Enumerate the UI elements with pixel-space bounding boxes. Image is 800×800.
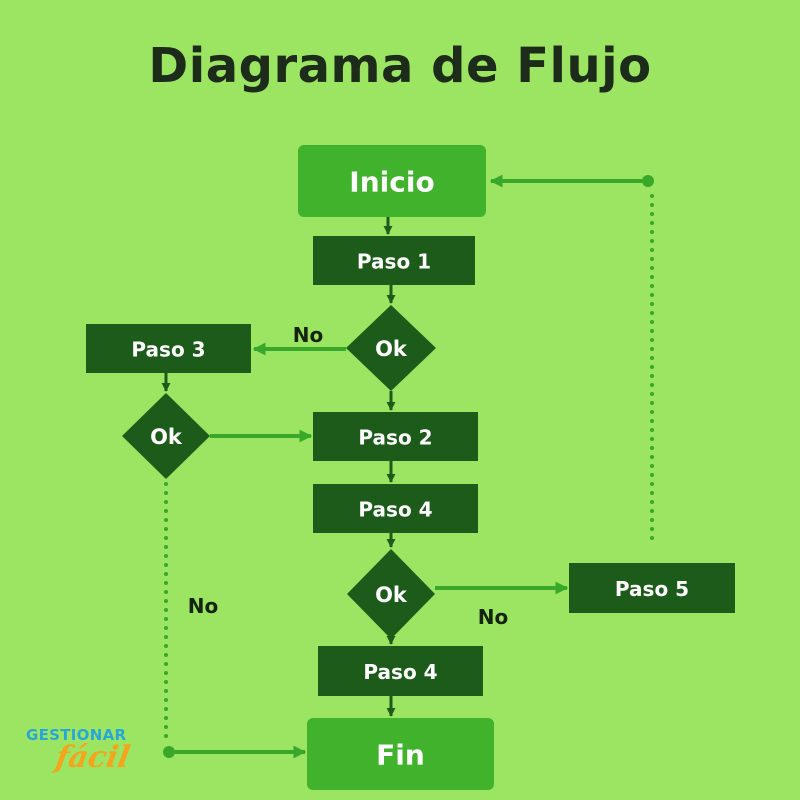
node-label: Paso 4	[363, 660, 437, 684]
node-ok3: Ok	[347, 549, 435, 639]
page-title: Diagrama de Flujo	[148, 38, 652, 94]
edge-label-ok3-to-paso5: No	[478, 605, 508, 629]
decision-shape	[122, 393, 210, 479]
node-paso5: Paso 5	[569, 563, 735, 613]
node-fin: Fin	[307, 718, 494, 790]
node-label: Ok	[375, 337, 408, 361]
terminal-shape	[298, 145, 486, 217]
edges-layer	[161, 174, 654, 759]
edge-label-ok1-to-paso3: No	[293, 323, 323, 347]
process-shape	[318, 646, 483, 696]
node-paso2: Paso 2	[313, 412, 478, 461]
node-label: Fin	[376, 739, 425, 772]
process-shape	[86, 324, 251, 373]
node-ok1: Ok	[346, 305, 436, 391]
edge-start-dot	[163, 746, 175, 758]
node-ok2: Ok	[122, 393, 210, 479]
gestionar-facil-logo: GESTIONAR fácil	[26, 726, 136, 786]
node-label: Ok	[150, 425, 183, 449]
node-label: Inicio	[349, 166, 434, 199]
node-label: Paso 5	[615, 577, 689, 601]
process-shape	[313, 412, 478, 461]
logo-top-text: GESTIONAR	[26, 726, 127, 744]
node-paso3: Paso 3	[86, 324, 251, 373]
terminal-shape	[307, 718, 494, 790]
node-label: Paso 1	[357, 250, 431, 274]
decision-shape	[347, 549, 435, 639]
edge-ok2-to-fin	[163, 482, 307, 759]
decision-shape	[346, 305, 436, 391]
edge-start-dot	[642, 175, 654, 187]
node-paso4a: Paso 4	[313, 484, 478, 533]
logo-bottom-text: fácil	[52, 740, 133, 775]
process-shape	[313, 236, 475, 285]
node-label: Paso 4	[358, 498, 432, 522]
process-shape	[313, 484, 478, 533]
node-label: Ok	[375, 583, 408, 607]
node-label: Paso 2	[358, 426, 432, 450]
node-paso4b: Paso 4	[318, 646, 483, 696]
node-label: Paso 3	[131, 338, 205, 362]
node-inicio: Inicio	[298, 145, 486, 217]
process-shape	[569, 563, 735, 613]
edge-paso5-to-inicio	[489, 174, 654, 540]
node-paso1: Paso 1	[313, 236, 475, 285]
edge-label-ok2-to-fin: No	[188, 594, 218, 618]
